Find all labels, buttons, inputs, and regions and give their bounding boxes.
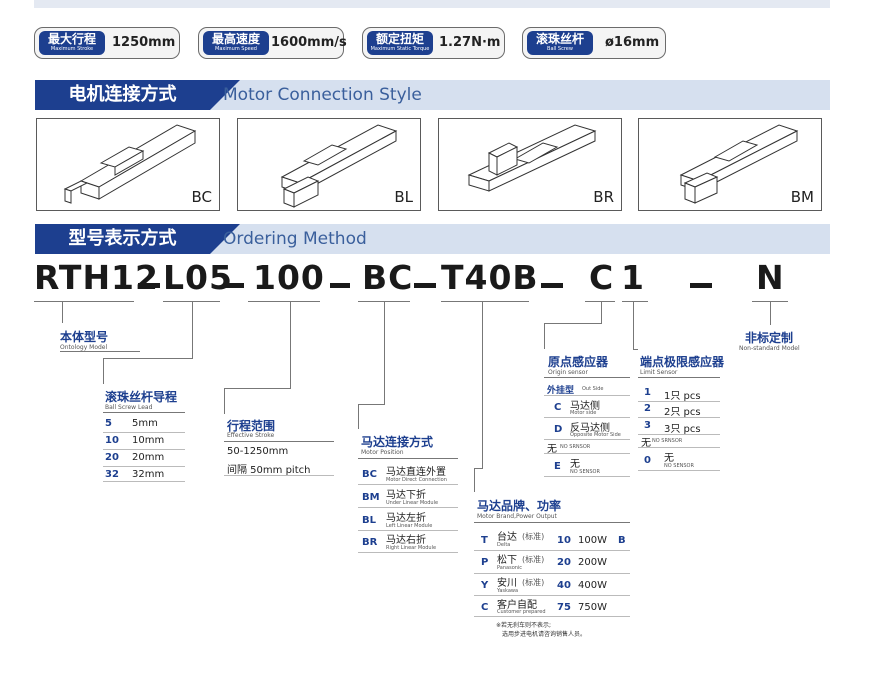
- origin-sensor-label: 原点感应器: [548, 355, 609, 369]
- module-bm-illustration: [679, 124, 799, 204]
- style-box-bl: BL: [237, 118, 421, 211]
- brand-note-1: ※若无刹车则不表示;: [496, 622, 552, 629]
- stroke-label: 行程范围: [227, 419, 276, 433]
- section-header-ordering-method: 型号表示方式 Ordering Method: [35, 224, 830, 254]
- top-decor-bar: [34, 0, 830, 8]
- style-code: BC: [191, 188, 212, 206]
- lead-label: 滚珠丝杆导程: [105, 390, 178, 404]
- dash: [541, 283, 563, 288]
- style-box-br: BR: [438, 118, 622, 211]
- model-base: RTH12: [34, 258, 159, 297]
- style-box-bm: BM: [638, 118, 822, 211]
- brake-code: B: [618, 535, 626, 546]
- style-code: BM: [790, 188, 814, 206]
- brand-label: 马达品牌、功率: [477, 499, 562, 513]
- spec-value: 1250mm: [112, 35, 176, 50]
- ontology-label: 本体型号: [60, 330, 109, 344]
- dash: [690, 283, 712, 288]
- model-limit: 1: [621, 258, 645, 297]
- dash: [224, 283, 244, 288]
- spec-value: ø16mm: [605, 35, 660, 50]
- model-nonstd: N: [756, 258, 785, 297]
- stroke-pitch: 间隔 50mm pitch: [227, 465, 311, 476]
- stroke-range: 50-1250mm: [227, 446, 289, 457]
- spec-value: 1600mm/s: [271, 35, 347, 50]
- module-bc-illustration: [63, 124, 197, 204]
- limit-sensor-label: 端点极限感应器: [640, 355, 725, 369]
- dash: [330, 283, 350, 288]
- section-header-motor-connection: 电机连接方式 Motor Connection Style: [35, 80, 830, 110]
- style-box-bc: BC: [36, 118, 220, 211]
- spec-value: 1.27N·m: [439, 35, 501, 50]
- dash: [414, 283, 436, 288]
- model-lead: L05: [163, 258, 233, 297]
- model-motor: T40B: [441, 258, 539, 297]
- nonstd-label: 非标定制: [745, 331, 794, 345]
- position-label: 马达连接方式: [361, 435, 434, 449]
- model-origin: C: [589, 258, 615, 297]
- model-stroke: 100: [253, 258, 325, 297]
- module-bl-illustration: [280, 124, 398, 208]
- style-code: BL: [394, 188, 413, 206]
- dash: [138, 283, 160, 288]
- style-code: BR: [593, 188, 614, 206]
- model-position: BC: [362, 258, 414, 297]
- brand-note-2: 选用步进电机请咨询销售人员。: [502, 631, 587, 638]
- module-br-illustration: [467, 124, 597, 192]
